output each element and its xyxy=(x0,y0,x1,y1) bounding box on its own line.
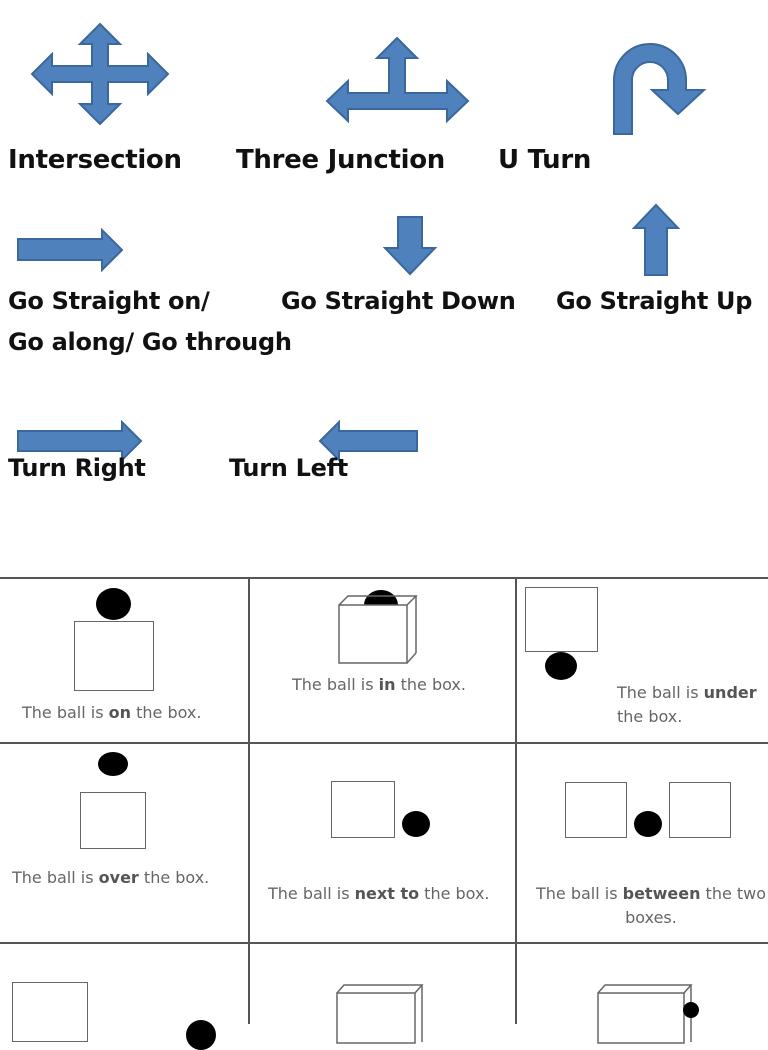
go-straight-up-arrow-icon xyxy=(631,203,681,276)
box-icon xyxy=(74,621,154,691)
open-box-with-ball-icon xyxy=(597,984,699,1044)
u-turn-label: U Turn xyxy=(498,145,592,175)
box-icon xyxy=(525,587,598,652)
turn-left-arrow-icon xyxy=(318,419,418,463)
box-icon xyxy=(80,792,146,849)
box-icon xyxy=(669,782,731,838)
prepositions-grid: The ball is on the box. The ball is in t… xyxy=(0,577,768,1050)
box-icon xyxy=(331,781,395,838)
caption-next-to: The ball is next to the box. xyxy=(268,884,490,903)
caption-over: The ball is over the box. xyxy=(12,868,210,887)
intersection-arrow-icon xyxy=(30,22,170,126)
cell-on: The ball is on the box. xyxy=(0,577,250,744)
caption-on: The ball is on the box. xyxy=(22,703,202,722)
grid-top-border xyxy=(0,577,768,579)
three-junction-label: Three Junction xyxy=(236,145,446,175)
caption-in: The ball is in the box. xyxy=(292,675,466,694)
cell-row3-3 xyxy=(517,944,768,1044)
box-icon xyxy=(565,782,627,838)
go-straight-on-label-line1: Go Straight on/ xyxy=(8,287,210,315)
turn-left-label: Turn Left xyxy=(229,454,348,482)
intersection-label: Intersection xyxy=(8,145,182,175)
caption-under: The ball is under the box. xyxy=(617,683,757,726)
go-straight-up-label: Go Straight Up xyxy=(556,287,753,315)
ball-icon xyxy=(96,588,131,620)
cell-row3-1 xyxy=(0,944,250,1050)
go-straight-on-arrow-icon xyxy=(17,227,124,273)
turn-right-arrow-icon xyxy=(17,419,143,463)
cell-over: The ball is over the box. xyxy=(0,744,250,944)
ball-icon xyxy=(186,1020,216,1050)
caption-between: The ball is between the two boxes. xyxy=(535,884,767,927)
go-straight-down-arrow-icon xyxy=(382,216,438,276)
cell-in: The ball is in the box. xyxy=(250,577,517,744)
cell-under: The ball is under the box. xyxy=(517,577,768,744)
open-box-with-ball-icon xyxy=(338,590,418,664)
ball-icon xyxy=(545,652,577,680)
cell-between: The ball is between the two boxes. xyxy=(517,744,768,944)
ball-icon xyxy=(98,752,128,776)
open-box-icon xyxy=(336,984,424,1044)
go-straight-down-label: Go Straight Down xyxy=(281,287,516,315)
cell-next-to: The ball is next to the box. xyxy=(250,744,517,944)
three-junction-arrow-icon xyxy=(325,36,470,124)
box-icon xyxy=(12,982,88,1042)
go-straight-on-label-line2: Go along/ Go through xyxy=(8,328,292,356)
cell-row3-2 xyxy=(250,944,517,1044)
turn-right-label: Turn Right xyxy=(8,454,146,482)
ball-icon xyxy=(634,811,662,837)
u-turn-arrow-icon xyxy=(613,43,707,135)
ball-icon xyxy=(402,811,430,837)
